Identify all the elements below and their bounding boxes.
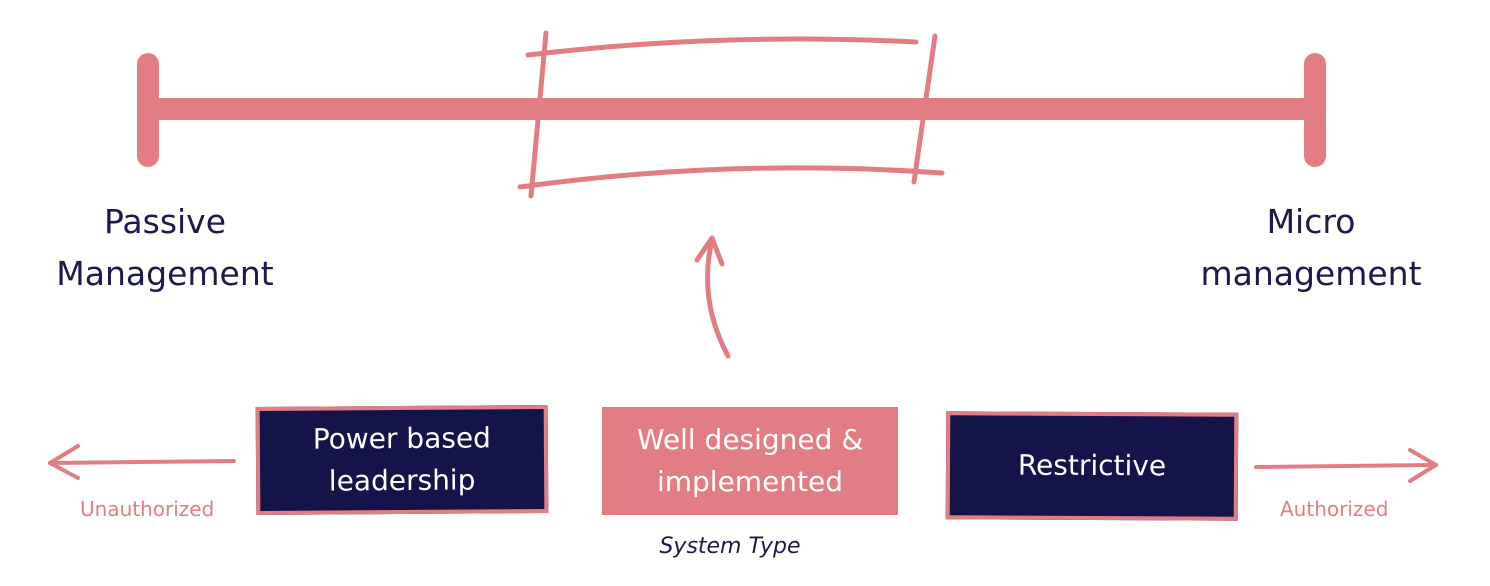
well-designed-box: Well designed & implemented <box>602 407 898 515</box>
well-designed-line2: implemented <box>656 465 844 498</box>
micro-management-line1: Micro <box>1266 202 1356 241</box>
highlight-zone <box>517 30 945 199</box>
right-arrow-icon <box>1254 448 1438 483</box>
well-designed-line1: Well designed & <box>636 423 864 456</box>
authorized-label: Authorized <box>1280 497 1389 521</box>
curved-up-arrow-icon <box>694 235 731 359</box>
passive-management-line1: Passive <box>103 202 227 241</box>
zone-right-edge <box>911 33 938 185</box>
system-type-caption: System Type <box>659 534 801 559</box>
zone-bottom-edge <box>517 165 945 190</box>
zone-left-edge <box>528 30 549 199</box>
micro-management-line2: management <box>1200 254 1422 293</box>
passive-management-label: Passive Management <box>20 196 310 300</box>
restrictive-label: Restrictive <box>1017 448 1167 483</box>
zone-top-edge <box>525 36 919 58</box>
restrictive-box: Restrictive <box>945 411 1239 521</box>
power-based-leadership-box: Power based leadership <box>255 404 549 516</box>
left-arrow-icon <box>48 444 236 480</box>
power-based-line1: Power based <box>312 421 491 456</box>
passive-management-line2: Management <box>56 254 274 293</box>
unauthorized-label: Unauthorized <box>80 497 215 521</box>
power-based-line2: leadership <box>328 463 476 498</box>
micro-management-label: Micro management <box>1166 196 1456 300</box>
